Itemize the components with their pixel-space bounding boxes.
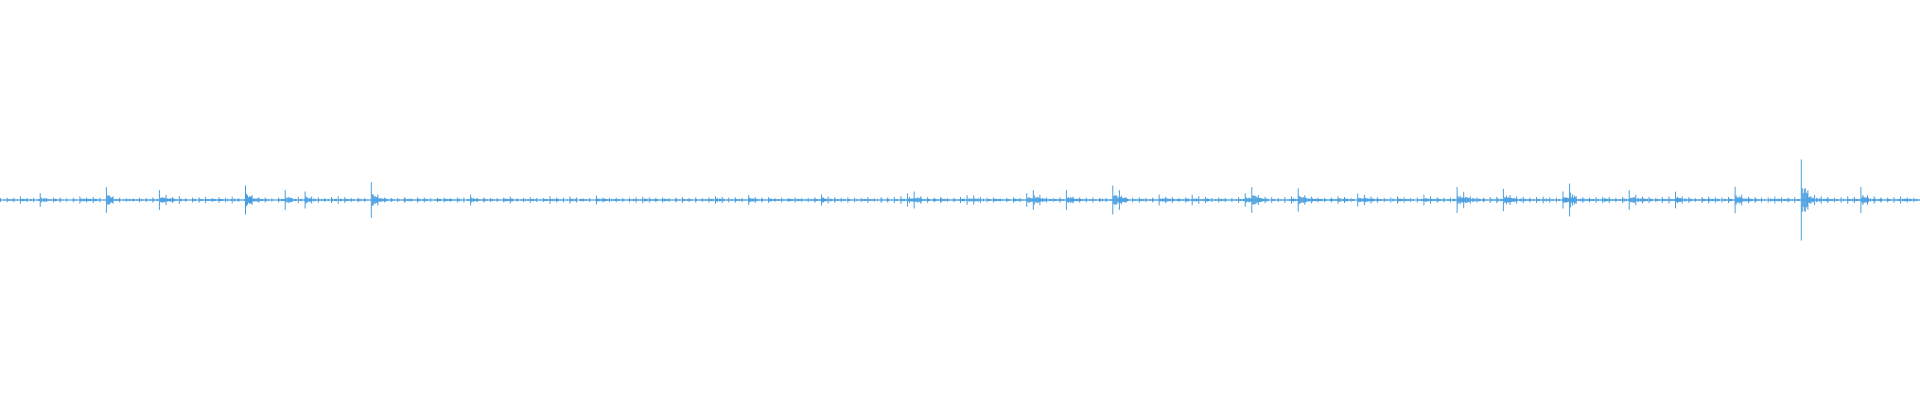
waveform-peaks bbox=[0, 159, 1920, 241]
